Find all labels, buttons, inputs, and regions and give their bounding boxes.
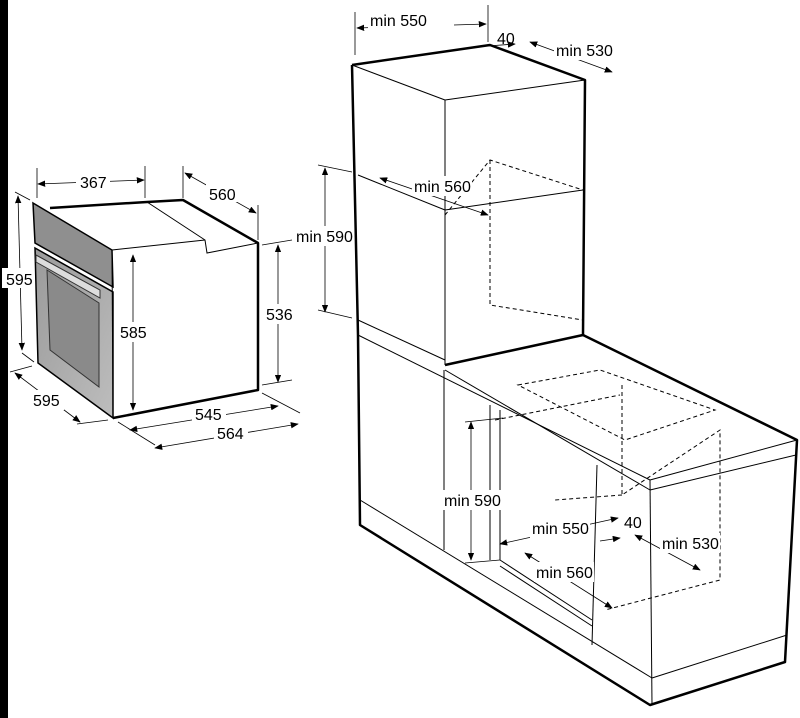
- under-counter-dimensions: min 590 min 550 40 min 530 min 560: [443, 417, 720, 609]
- tall-cabinet-dimensions: min 550 40 min 530 min 560 min 590: [294, 5, 614, 319]
- dim-min-590-top: min 590: [296, 229, 353, 246]
- door-handle: [35, 254, 101, 299]
- dim-min-590-bottom: min 590: [444, 493, 501, 510]
- oven-window: [46, 269, 100, 389]
- dim-560: 560: [209, 187, 236, 204]
- kitchen-cabinets: [350, 43, 799, 707]
- dim-536: 536: [266, 307, 293, 324]
- dim-min-560-top: min 560: [414, 179, 471, 196]
- dim-585: 585: [120, 325, 147, 342]
- oven-drawing: [32, 198, 260, 420]
- dim-367: 367: [80, 175, 107, 192]
- dim-min-550-bottom: min 550: [532, 521, 589, 538]
- dim-595-height: 595: [6, 272, 33, 289]
- dim-min-530-top: min 530: [556, 43, 613, 60]
- dim-545: 545: [195, 407, 222, 424]
- left-border-strip: [0, 0, 8, 718]
- control-panel: [32, 201, 114, 289]
- dim-min-560-bottom: min 560: [536, 565, 593, 582]
- dim-min-530-bottom: min 530: [662, 536, 719, 553]
- dim-595-width: 595: [33, 393, 60, 410]
- oven-dimensions: 367 560 595 595 585 536 545 564: [2, 166, 301, 450]
- dim-min-550-top: min 550: [370, 13, 427, 30]
- dim-564: 564: [217, 426, 244, 443]
- dim-40-bottom: 40: [624, 515, 642, 532]
